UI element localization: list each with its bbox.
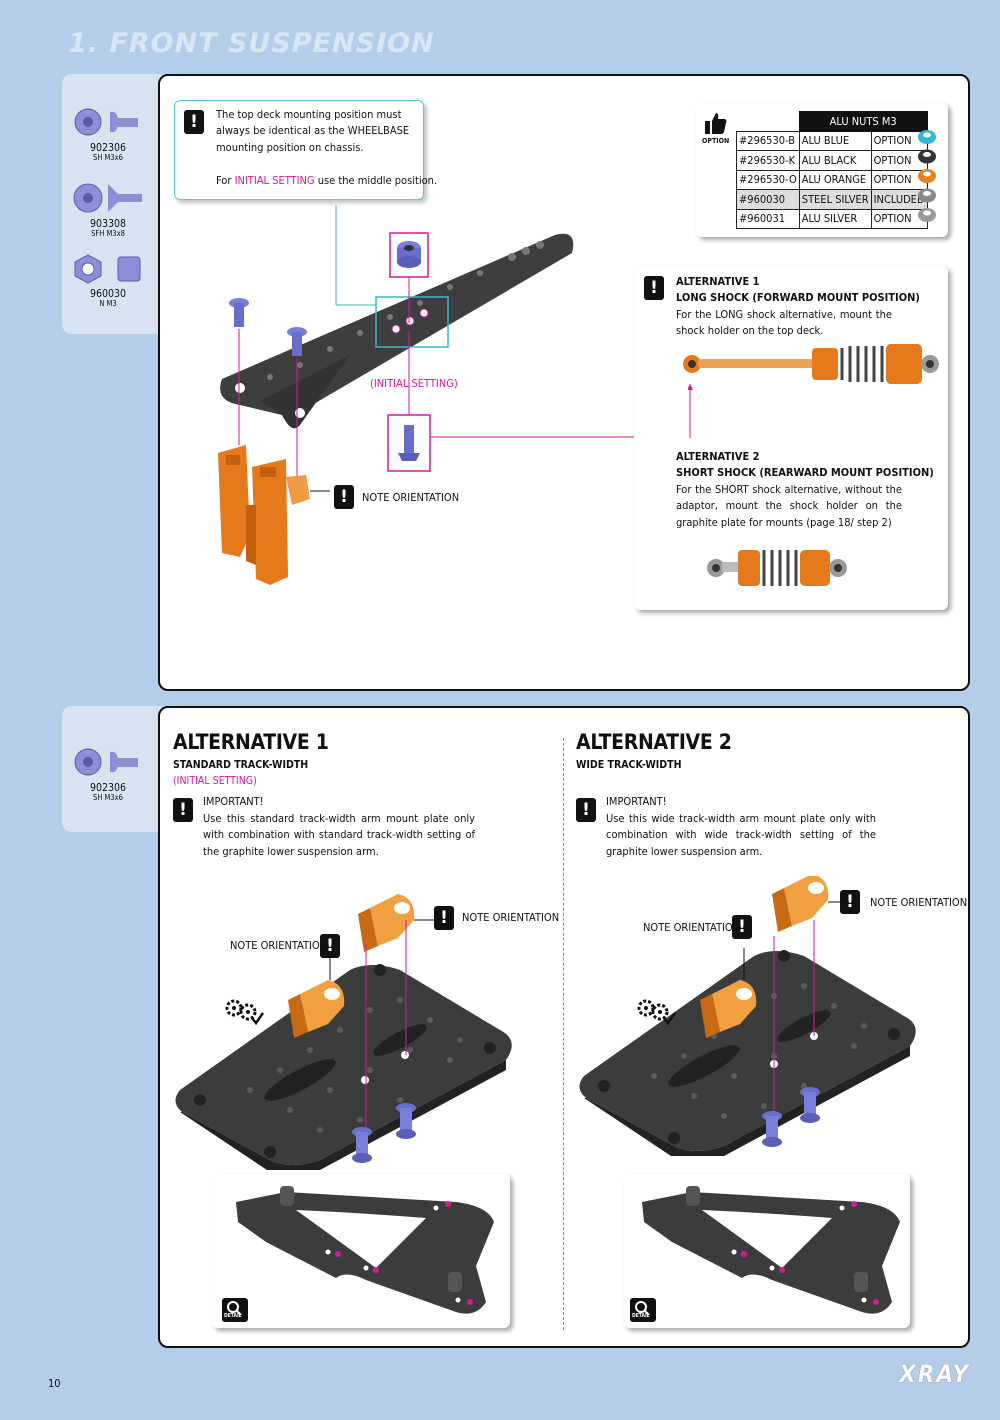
long-shock-image [683,344,939,384]
option-label: OPTION [702,137,730,145]
flat-head-screw-part [398,425,420,461]
detail-label: DETAIL [632,1313,650,1319]
button-screws [352,1103,416,1163]
nuts-table-title: ALU NUTS M3 [798,111,928,132]
initial-setting-label: (INITIAL SETTING) [370,377,458,390]
part-code: 903308 [89,218,127,230]
detail-magnifier-icon [630,1298,656,1322]
note-orientation-label: NOTE ORIENTATION [870,896,968,909]
nut-icon [74,254,141,284]
alt1-important-text: Use this standard track-width arm mount … [203,812,475,858]
page-number: 10 [48,1377,61,1390]
warning-icon: ! [576,798,596,822]
part-902306: 902306 SH M3x6 [68,744,148,803]
nut-color-swatch [918,188,936,203]
thumbs-up-icon [705,113,727,134]
note-orientation-label: NOTE ORIENTATION [643,921,741,934]
nut-color-swatch [918,130,936,144]
warning-icon: ! [434,906,454,930]
button-head-screw-icon [74,108,138,136]
alt2-text: For the SHORT shock alternative, without… [676,483,902,529]
orange-arm-mount [358,894,415,952]
part-903308: 903308 SFH M3x8 [68,180,148,239]
part-902306: 902306 SH M3x6 [68,104,148,163]
important-label: IMPORTANT! [606,795,667,808]
note-orientation-label: NOTE ORIENTATION [362,491,460,504]
alt1-title: ALTERNATIVE 1 [676,275,760,288]
alt2-title: ALTERNATIVE 2 [676,450,760,463]
alt1-text: For the LONG shock alternative, mount th… [676,308,892,338]
nut-color-swatches [918,130,936,222]
part-code: 902306 [89,782,127,794]
nut-color-swatch [918,169,936,183]
top-deck-callout: ! The top deck mounting position must al… [174,100,438,200]
warning-icon: ! [334,485,354,509]
button-head-screw-icon [74,748,138,776]
orange-arm-mount [772,876,829,932]
callout-text: The top deck mounting position must alwa… [216,108,410,154]
part-spec: SFH M3x8 [91,229,125,238]
button-screws [762,1087,820,1147]
arm-mount-detail-image [236,1186,494,1314]
warning-icon: ! [320,934,340,958]
alt1-plate-illustration [175,894,512,1170]
initial-setting-highlight: INITIAL SETTING [234,174,315,187]
top-deck-plate [220,233,574,429]
button-screws [229,298,307,356]
column-divider [563,738,564,1330]
detail-magnifier-icon [222,1298,248,1322]
pointer-line [688,384,693,438]
short-shock-image [707,550,847,586]
warning-icon: ! [173,798,193,822]
alt2-important-text: Use this wide track-width arm mount plat… [606,812,876,858]
part-960030: 960030 N M3 [68,252,148,309]
alt1-initial-tag: (INITIAL SETTING) [173,775,257,787]
part-spec: N M3 [99,299,117,308]
detail-box: DETAIL [212,1174,510,1328]
alt1-subtitle: LONG SHOCK (FORWARD MOUNT POSITION) [676,291,920,304]
alt1-subheading: STANDARD TRACK-WIDTH [173,759,309,771]
alt2-heading: ALTERNATIVE 2 [576,730,732,754]
warning-icon: ! [184,110,204,134]
brand-logo: XRAY [899,1360,970,1388]
page-title: 1. FRONT SUSPENSION [68,28,435,59]
alt2-subtitle: SHORT SHOCK (REARWARD MOUNT POSITION) [676,466,934,479]
detail-label: DETAIL [224,1313,242,1319]
warning-icon: ! [644,276,664,300]
alt2-subheading: WIDE TRACK-WIDTH [576,759,682,771]
tools-check-icon [637,999,676,1026]
warning-icon: ! [732,915,752,939]
note-orientation-label: NOTE ORIENTATION [462,911,560,924]
flat-head-screw-icon [73,183,142,213]
nut-color-swatch [918,208,936,222]
important-label: IMPORTANT! [203,795,264,808]
step1-illustration [218,205,660,585]
tools-check-icon [225,999,264,1026]
warning-icon: ! [840,890,860,914]
part-spec: SH M3x6 [93,793,123,802]
detail-box: DETAIL [624,1174,910,1328]
orange-shock-mounts [218,445,310,585]
alt1-heading: ALTERNATIVE 1 [173,730,329,754]
note-orientation-label: NOTE ORIENTATION [230,939,328,952]
nut-color-swatch [918,149,936,164]
orange-arm-mount [700,980,757,1038]
alt2-plate-illustration [579,876,916,1156]
callout-initial: For INITIAL SETTING use the middle posit… [216,174,438,187]
arm-mount-detail-image [642,1186,900,1314]
orange-arm-mount [288,980,345,1038]
part-code: 902306 [89,142,127,154]
nut-part [397,241,421,268]
part-code: 960030 [89,288,127,300]
shock-alternatives-box: ! ALTERNATIVE 1 LONG SHOCK (FORWARD MOUN… [634,266,948,610]
part-spec: SH M3x6 [93,153,123,162]
